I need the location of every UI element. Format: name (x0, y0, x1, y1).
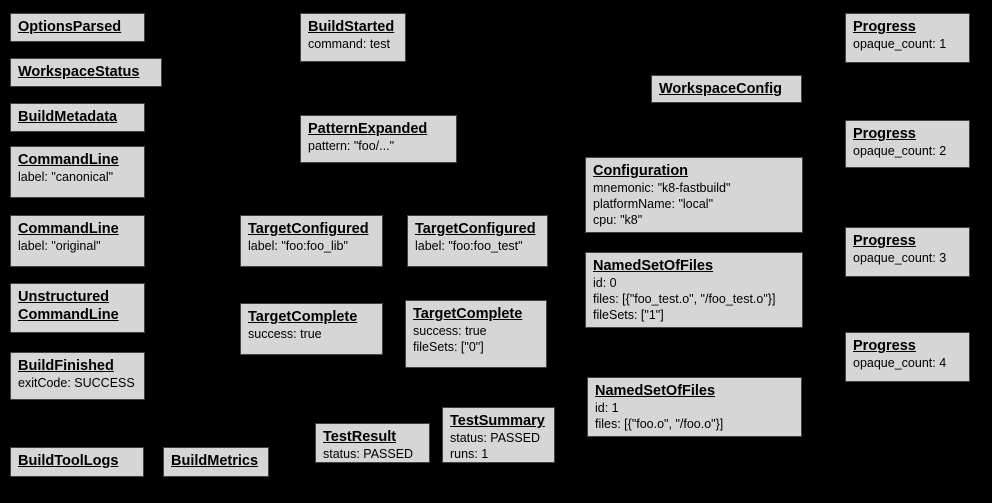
event-title: NamedSetOfFiles (593, 258, 714, 274)
event-field: success: true (413, 324, 487, 338)
event-field: opaque_count: 4 (853, 356, 947, 370)
event-box-workspace-config: WorkspaceConfig (651, 75, 802, 103)
event-title: Progress (853, 338, 916, 354)
event-box-command-line-original: CommandLine label: "original" (10, 215, 145, 267)
event-box-workspace-status: WorkspaceStatus (10, 58, 162, 87)
event-field: platformName: "local" (593, 197, 714, 211)
event-box-named-set-of-files-0: NamedSetOfFiles id: 0 files: [{"foo_test… (585, 252, 803, 328)
event-box-test-result: TestResult status: PASSED (315, 423, 430, 463)
event-title: TargetConfigured (248, 221, 369, 237)
event-title: WorkspaceConfig (659, 81, 783, 97)
event-box-command-line-canonical: CommandLine label: "canonical" (10, 146, 145, 198)
event-title: OptionsParsed (18, 19, 122, 35)
event-box-progress-3: Progress opaque_count: 3 (845, 227, 970, 277)
event-field: exitCode: SUCCESS (18, 376, 135, 390)
event-title: TargetConfigured (415, 221, 536, 237)
event-title: Progress (853, 233, 916, 249)
event-field: label: "original" (18, 239, 101, 253)
event-title: TargetComplete (413, 306, 523, 322)
event-box-options-parsed: OptionsParsed (10, 13, 145, 42)
event-title: BuildFinished (18, 358, 114, 374)
event-box-build-metrics: BuildMetrics (163, 447, 269, 477)
event-title: TargetComplete (248, 309, 358, 325)
event-box-test-summary: TestSummary status: PASSED runs: 1 (442, 407, 555, 463)
event-field: cpu: "k8" (593, 213, 643, 227)
event-field: runs: 1 (450, 447, 489, 461)
event-field: id: 0 (593, 276, 617, 290)
event-field: command: test (308, 37, 390, 51)
event-box-target-complete-test: TargetComplete success: true fileSets: [… (405, 300, 547, 368)
event-title: CommandLine (18, 152, 119, 168)
event-box-progress-2: Progress opaque_count: 2 (845, 120, 970, 168)
event-box-configuration: Configuration mnemonic: "k8-fastbuild" p… (585, 157, 803, 233)
event-field: opaque_count: 3 (853, 251, 947, 265)
event-box-build-finished: BuildFinished exitCode: SUCCESS (10, 352, 145, 400)
event-title: Unstructured (18, 289, 110, 305)
event-title: NamedSetOfFiles (595, 383, 716, 399)
event-box-progress-1: Progress opaque_count: 1 (845, 13, 970, 63)
event-title: BuildMetrics (171, 453, 259, 469)
event-title: TestSummary (450, 413, 545, 429)
event-box-progress-4: Progress opaque_count: 4 (845, 332, 970, 382)
event-field: fileSets: ["1"] (593, 308, 664, 322)
event-field: files: [{"foo.o", "/foo.o"}] (595, 417, 724, 431)
event-field: mnemonic: "k8-fastbuild" (593, 181, 731, 195)
event-field: pattern: "foo/..." (308, 139, 395, 153)
event-title: BuildMetadata (18, 109, 118, 125)
event-title: Configuration (593, 163, 689, 179)
event-field: status: PASSED (323, 447, 414, 461)
event-field: opaque_count: 2 (853, 144, 947, 158)
event-field: id: 1 (595, 401, 619, 415)
event-title: PatternExpanded (308, 121, 428, 137)
event-title: Progress (853, 126, 916, 142)
event-box-unstructured-command-line: Unstructured CommandLine (10, 283, 145, 333)
event-box-build-started: BuildStarted command: test (300, 13, 406, 62)
event-field: files: [{"foo_test.o", "/foo_test.o"}] (593, 292, 776, 306)
event-box-named-set-of-files-1: NamedSetOfFiles id: 1 files: [{"foo.o", … (587, 377, 802, 437)
event-title: BuildStarted (308, 19, 395, 35)
event-field: fileSets: ["0"] (413, 340, 484, 354)
event-title: WorkspaceStatus (18, 64, 140, 80)
event-box-target-complete-lib: TargetComplete success: true (240, 303, 383, 355)
event-field: success: true (248, 327, 322, 341)
event-field: status: PASSED (450, 431, 541, 445)
event-field: label: "canonical" (18, 170, 114, 184)
event-box-pattern-expanded: PatternExpanded pattern: "foo/..." (300, 115, 457, 163)
event-box-build-metadata: BuildMetadata (10, 103, 145, 132)
event-box-target-configured-foo-test: TargetConfigured label: "foo:foo_test" (407, 215, 548, 267)
event-title: BuildToolLogs (18, 453, 119, 469)
event-title: Progress (853, 19, 916, 35)
event-title-line2: CommandLine (18, 307, 119, 323)
event-box-build-tool-logs: BuildToolLogs (10, 447, 144, 477)
event-field: opaque_count: 1 (853, 37, 947, 51)
event-box-target-configured-foo-lib: TargetConfigured label: "foo:foo_lib" (240, 215, 383, 267)
event-field: label: "foo:foo_lib" (248, 239, 348, 253)
event-title: TestResult (323, 429, 397, 445)
event-title: CommandLine (18, 221, 119, 237)
event-field: label: "foo:foo_test" (415, 239, 523, 253)
